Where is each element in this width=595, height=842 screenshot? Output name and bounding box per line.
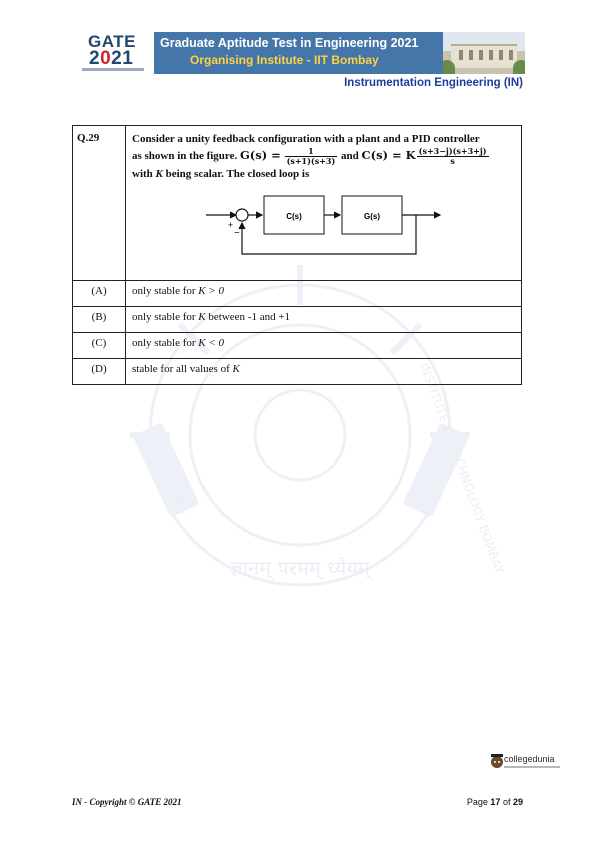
watermark-motto: ज्ञानम् परमम् ध्येयम् [230,556,373,581]
subject-title: Instrumentation Engineering (IN) [344,77,523,89]
page-number: Page 17 of 29 [466,797,523,807]
collegedunia-logo: collegedunia [490,752,568,778]
banner-title: Graduate Aptitude Test in Engineering 20… [160,36,419,50]
block-diagram: C(s) G(s) + − [205,195,441,255]
logo-year: 2021 [89,48,134,69]
option-key: (B) [72,306,126,333]
brand-name: collegedunia [504,754,555,764]
option-row: (D) stable for all values of K [72,358,522,385]
watermark-left-text: भारतीय [156,470,189,519]
question-body: Consider a unity feedback configuration … [125,125,522,281]
option-text: only stable for K > 0 [125,280,522,307]
logo-gate-text: GATE [88,32,136,51]
plus-sign: + [228,220,233,230]
watermark-right-text: INSTITUTE OF TECHNOLOGY BOMBAY [417,361,507,576]
question-number: Q.29 [72,125,126,281]
g-lhs: G(s) = [239,148,281,163]
banner-strip: Graduate Aptitude Test in Engineering 20… [154,32,525,74]
minus-sign: − [234,228,240,239]
banner-organiser: Organising Institute - IIT Bombay [190,53,379,67]
option-text: only stable for K between -1 and +1 [125,306,522,333]
controller-block [263,195,324,235]
question-line-2: as shown in the figure. G(s) = 1(s+1)(s+… [132,146,489,166]
gate-logo: GATE 2021 [72,32,154,74]
option-key: (C) [72,332,126,359]
summing-junction [234,208,249,222]
copyright: IN - Copyright © GATE 2021 [72,797,182,807]
question-line-1: Consider a unity feedback configuration … [132,133,480,145]
c-fraction: (s+3−j)(s+3+j)s [416,146,489,166]
campus-photo [443,32,525,74]
brand-tagline [504,766,560,768]
question-table: Q.29 Consider a unity feedback configura… [72,125,522,385]
option-key: (A) [72,280,126,307]
controller-label: C(s) [286,212,302,221]
g-fraction: 1(s+1)(s+3) [284,146,338,166]
option-key: (D) [72,358,126,385]
plant-label: G(s) [364,212,380,221]
header-banner: GATE 2021 Graduate Aptitude Test in Engi… [72,32,525,74]
option-text: stable for all values of K [125,358,522,385]
question-line-3: with K being scalar. The closed loop is [132,168,310,180]
feedback-path [237,215,417,255]
c-lhs: C(s) = K [361,148,416,163]
logo-tagline [82,68,144,71]
option-row: (B) only stable for K between -1 and +1 [72,306,522,333]
option-row: (A) only stable for K > 0 [72,280,522,307]
option-row: (C) only stable for K < 0 [72,332,522,359]
mascot-icon [491,754,503,768]
option-text: only stable for K < 0 [125,332,522,359]
